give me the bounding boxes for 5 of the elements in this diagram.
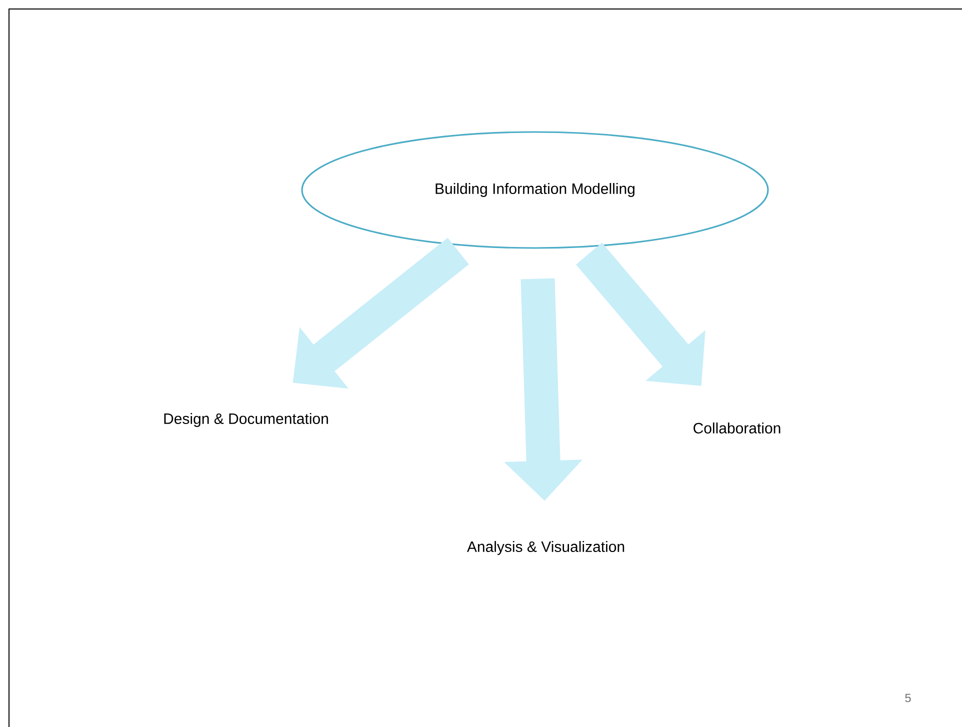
node-label: Design & Documentation (164, 413, 328, 427)
node-label: Analysis & Visualization (466, 541, 624, 555)
node-label: Collaboration (694, 422, 780, 434)
ellipse-node: Building Information Modelling (301, 131, 769, 249)
page-number: 5 (905, 694, 911, 702)
